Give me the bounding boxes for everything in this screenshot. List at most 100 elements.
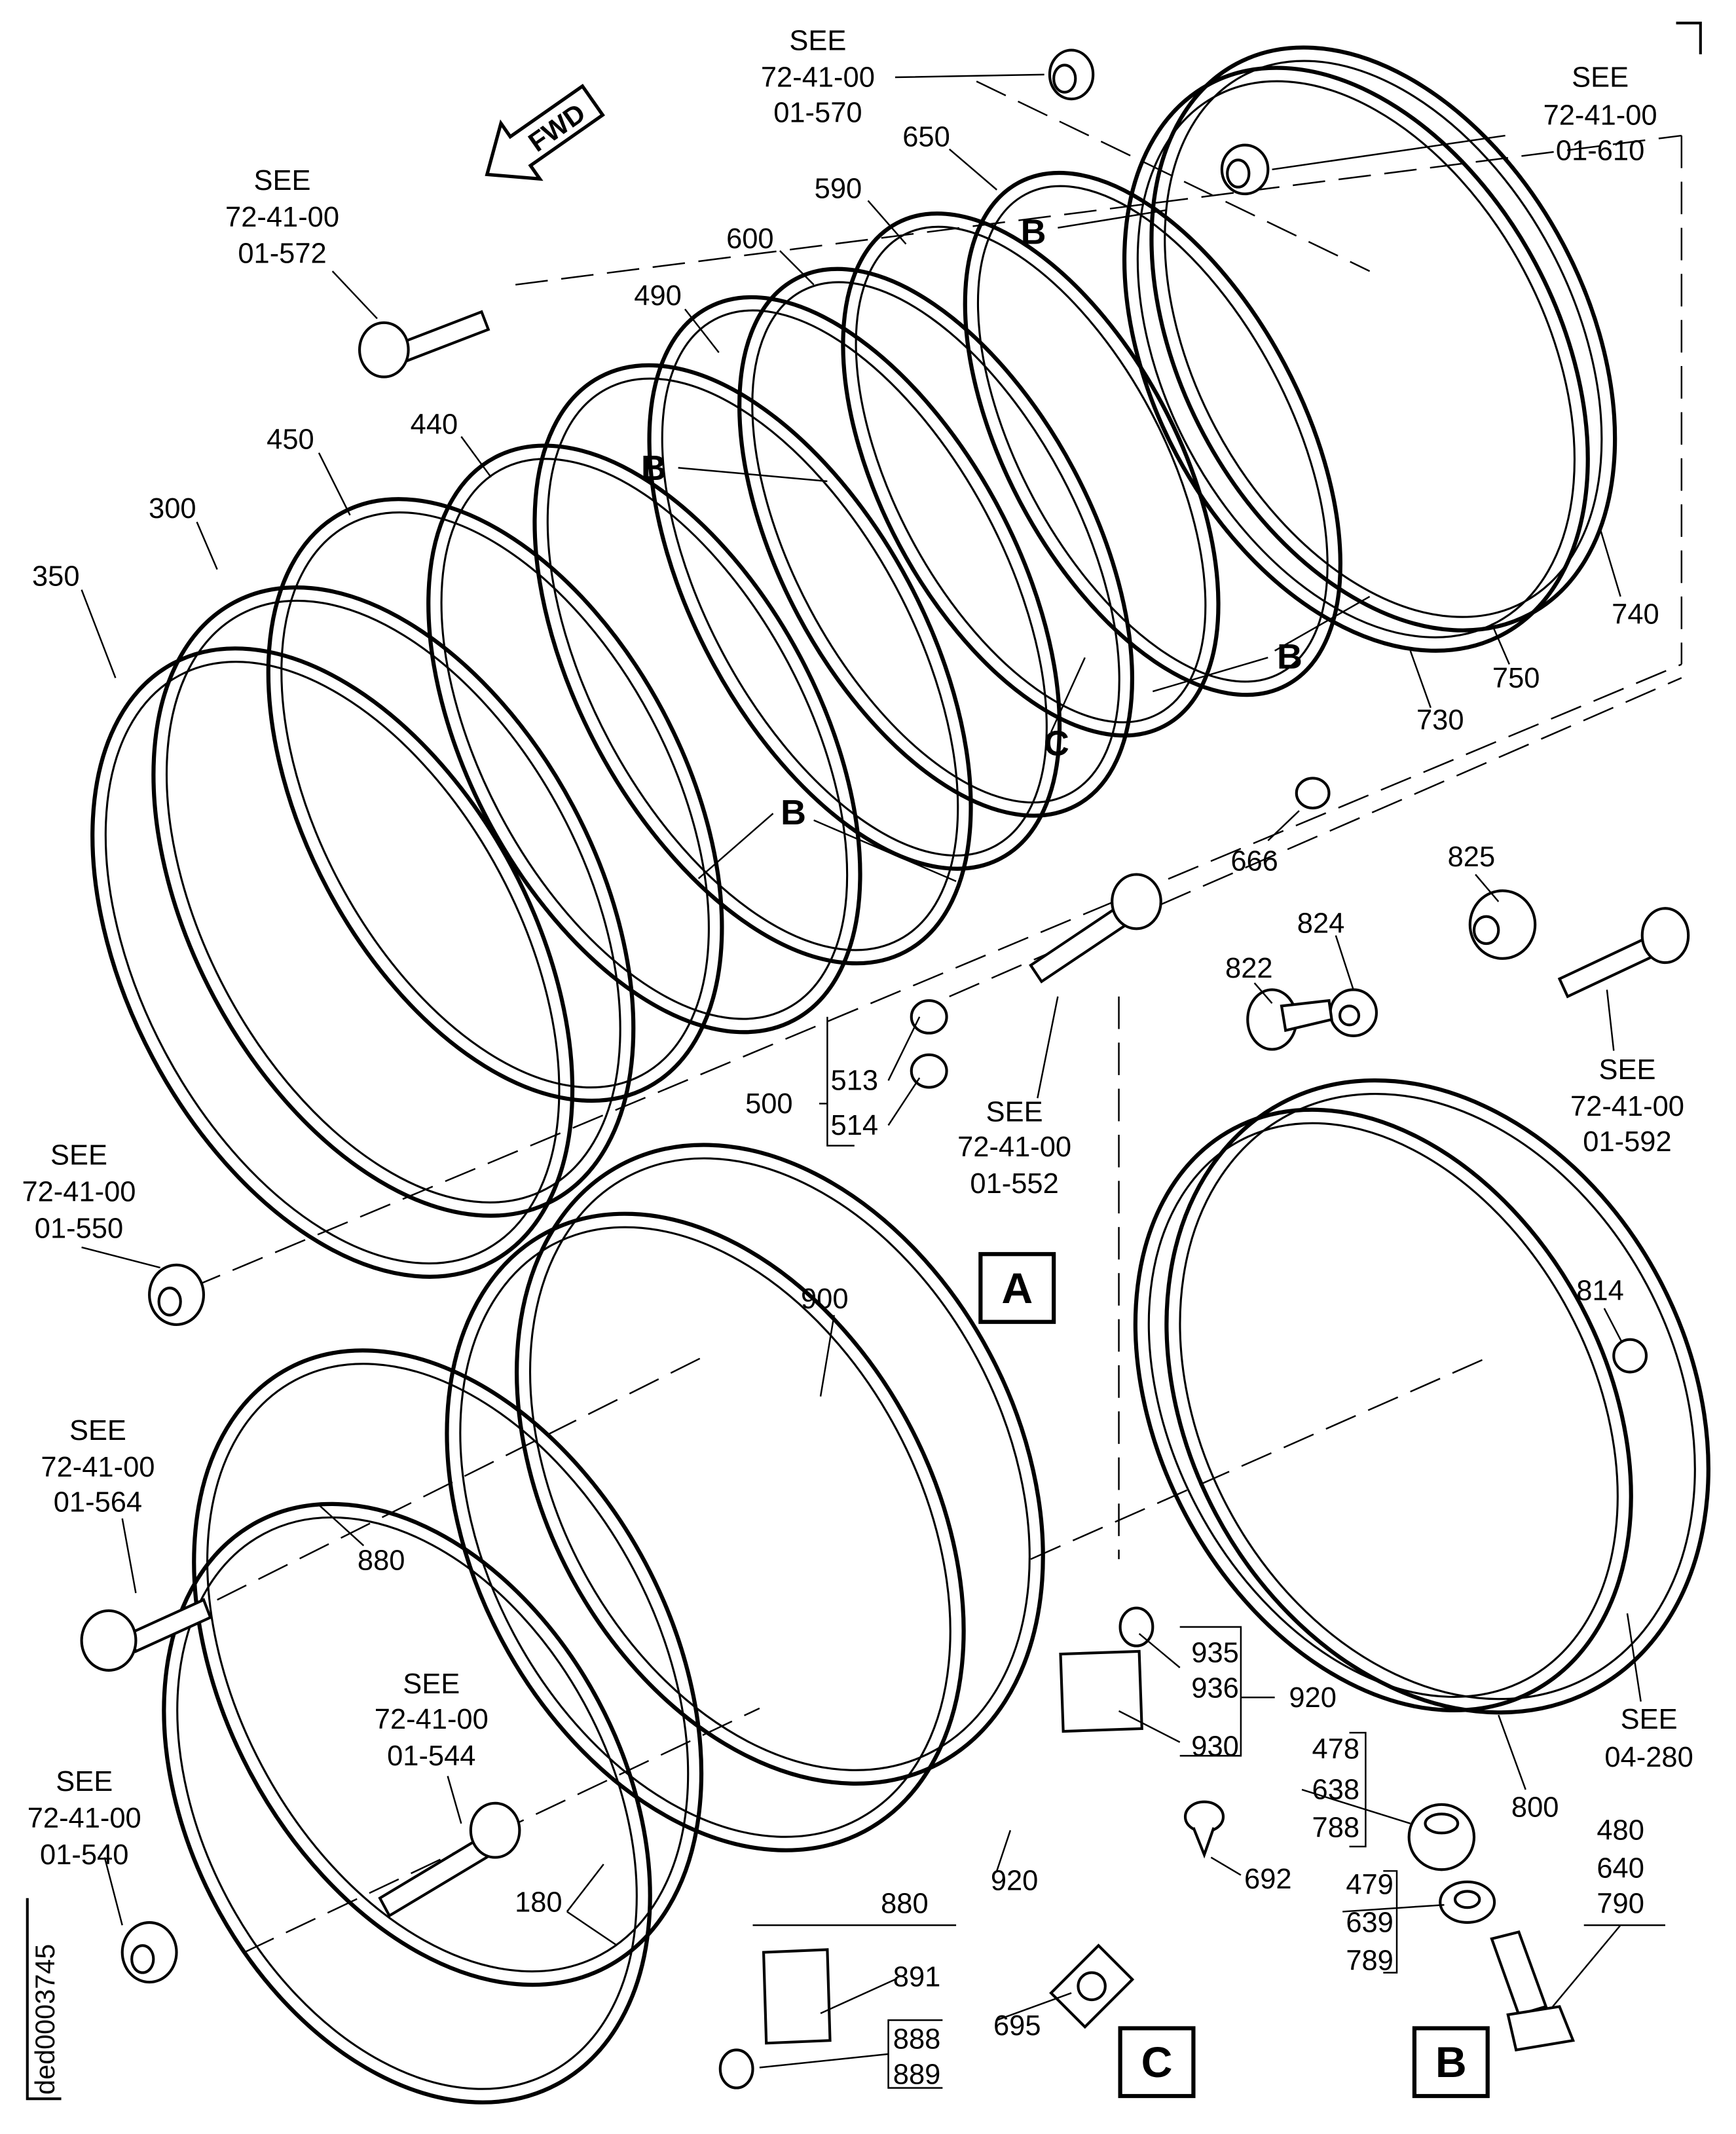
- svg-text:72-41-00: 72-41-00: [957, 1131, 1071, 1163]
- hardware-parts: [80, 48, 1690, 2089]
- ring-920: [459, 1226, 951, 1838]
- corner-mark: [1676, 22, 1702, 54]
- svg-text:SEE: SEE: [1621, 1704, 1678, 1735]
- svg-text:72-41-00: 72-41-00: [1570, 1091, 1684, 1122]
- svg-text:440: 440: [411, 409, 458, 441]
- svg-text:825: 825: [1448, 841, 1496, 873]
- svg-text:450: 450: [267, 424, 314, 455]
- svg-text:350: 350: [32, 561, 80, 592]
- svg-text:72-41-00: 72-41-00: [41, 1452, 155, 1483]
- svg-text:880: 880: [358, 1545, 405, 1577]
- ring-180: [176, 1516, 638, 2090]
- ring-600: [661, 309, 1048, 857]
- ring-180: [162, 1501, 652, 2105]
- bolt-icon: [80, 1598, 212, 1672]
- svg-text:900: 900: [801, 1283, 849, 1315]
- bolt-icon: [1557, 907, 1690, 999]
- ring-900: [515, 1143, 1045, 1786]
- pin-icon: [718, 2048, 754, 2089]
- ring-450: [266, 497, 724, 1103]
- svg-text:789: 789: [1346, 1945, 1394, 1976]
- plate-icon: [762, 1948, 832, 2045]
- nut-icon: [1612, 1338, 1648, 1374]
- svg-text:SEE: SEE: [50, 1140, 107, 1171]
- svg-text:788: 788: [1312, 1812, 1360, 1844]
- svg-text:01-544: 01-544: [387, 1740, 475, 1772]
- svg-text:480: 480: [1597, 1815, 1644, 1847]
- svg-text:C: C: [1141, 2038, 1173, 2087]
- svg-text:640: 640: [1597, 1853, 1644, 1885]
- ring-590: [737, 267, 1135, 818]
- detail-callout-b: B: [781, 793, 806, 832]
- svg-text:936: 936: [1191, 1672, 1239, 1704]
- reference-04-280: SEE 04-280: [1604, 1704, 1693, 1773]
- svg-text:730: 730: [1416, 705, 1464, 736]
- svg-text:72-41-00: 72-41-00: [375, 1704, 489, 1735]
- ring-920: [445, 1211, 966, 1852]
- svg-text:889: 889: [893, 2059, 941, 2090]
- bolt-icon: [378, 1801, 521, 1918]
- svg-text:SEE: SEE: [1572, 62, 1629, 94]
- ring-350: [90, 646, 575, 1279]
- bolt-icon: [358, 310, 490, 378]
- nut-icon: [910, 999, 948, 1035]
- reference-01-544: SEE 72-41-00 01-544: [375, 1668, 489, 1772]
- svg-text:04-280: 04-280: [1604, 1742, 1693, 1773]
- view-c-box: C: [1118, 2026, 1196, 2099]
- view-a-box: A: [978, 1252, 1056, 1324]
- svg-text:01-564: 01-564: [54, 1487, 142, 1518]
- svg-text:SEE: SEE: [403, 1668, 460, 1700]
- svg-text:920: 920: [991, 1865, 1039, 1896]
- reference-01-564: SEE 72-41-00 01-564: [41, 1415, 155, 1518]
- svg-text:692: 692: [1244, 1864, 1292, 1895]
- svg-text:880: 880: [881, 1888, 929, 1920]
- ring-740: [1149, 45, 1617, 633]
- ring-450: [280, 511, 710, 1089]
- ring-740: [1164, 60, 1603, 618]
- ring-440: [426, 443, 862, 1035]
- svg-text:500: 500: [745, 1088, 793, 1120]
- washer-icon: [1329, 988, 1378, 1037]
- ring-490: [546, 377, 959, 951]
- svg-text:935: 935: [1191, 1637, 1239, 1668]
- svg-text:478: 478: [1312, 1733, 1360, 1765]
- svg-text:740: 740: [1612, 598, 1659, 630]
- figure-id: ded0003745: [26, 1898, 62, 2101]
- svg-text:800: 800: [1511, 1792, 1559, 1823]
- nut-icon: [1295, 777, 1331, 810]
- svg-text:72-41-00: 72-41-00: [761, 62, 875, 94]
- svg-text:891: 891: [893, 1961, 941, 1993]
- svg-text:01-570: 01-570: [773, 97, 862, 128]
- svg-text:300: 300: [149, 493, 196, 524]
- nut-icon: [120, 1921, 178, 1984]
- svg-text:639: 639: [1346, 1907, 1394, 1938]
- detail-callout-b: B: [641, 449, 667, 488]
- svg-text:72-41-00: 72-41-00: [1543, 100, 1657, 131]
- svg-text:SEE: SEE: [56, 1766, 113, 1797]
- svg-text:180: 180: [515, 1886, 563, 1918]
- svg-text:01-552: 01-552: [970, 1168, 1058, 1200]
- svg-text:SEE: SEE: [69, 1415, 126, 1446]
- fwd-arrow-icon: FWD: [485, 83, 605, 181]
- ring-800-outer: [1164, 1078, 1710, 1715]
- svg-text:590: 590: [815, 173, 862, 204]
- svg-text:SEE: SEE: [254, 165, 311, 196]
- svg-text:72-41-00: 72-41-00: [28, 1803, 141, 1834]
- nut-icon: [148, 1263, 206, 1326]
- svg-text:ded0003745: ded0003745: [30, 1944, 60, 2095]
- detail-callout-b: B: [1277, 637, 1302, 676]
- svg-text:666: 666: [1230, 845, 1278, 877]
- leader-lines: [81, 73, 1665, 2089]
- ring-800: [1133, 1107, 1633, 1713]
- svg-text:490: 490: [634, 280, 682, 312]
- pin-icon: [1246, 988, 1333, 1051]
- svg-text:01-592: 01-592: [1583, 1126, 1671, 1158]
- svg-text:72-41-00: 72-41-00: [225, 202, 339, 233]
- pin-icon: [1183, 1800, 1225, 1859]
